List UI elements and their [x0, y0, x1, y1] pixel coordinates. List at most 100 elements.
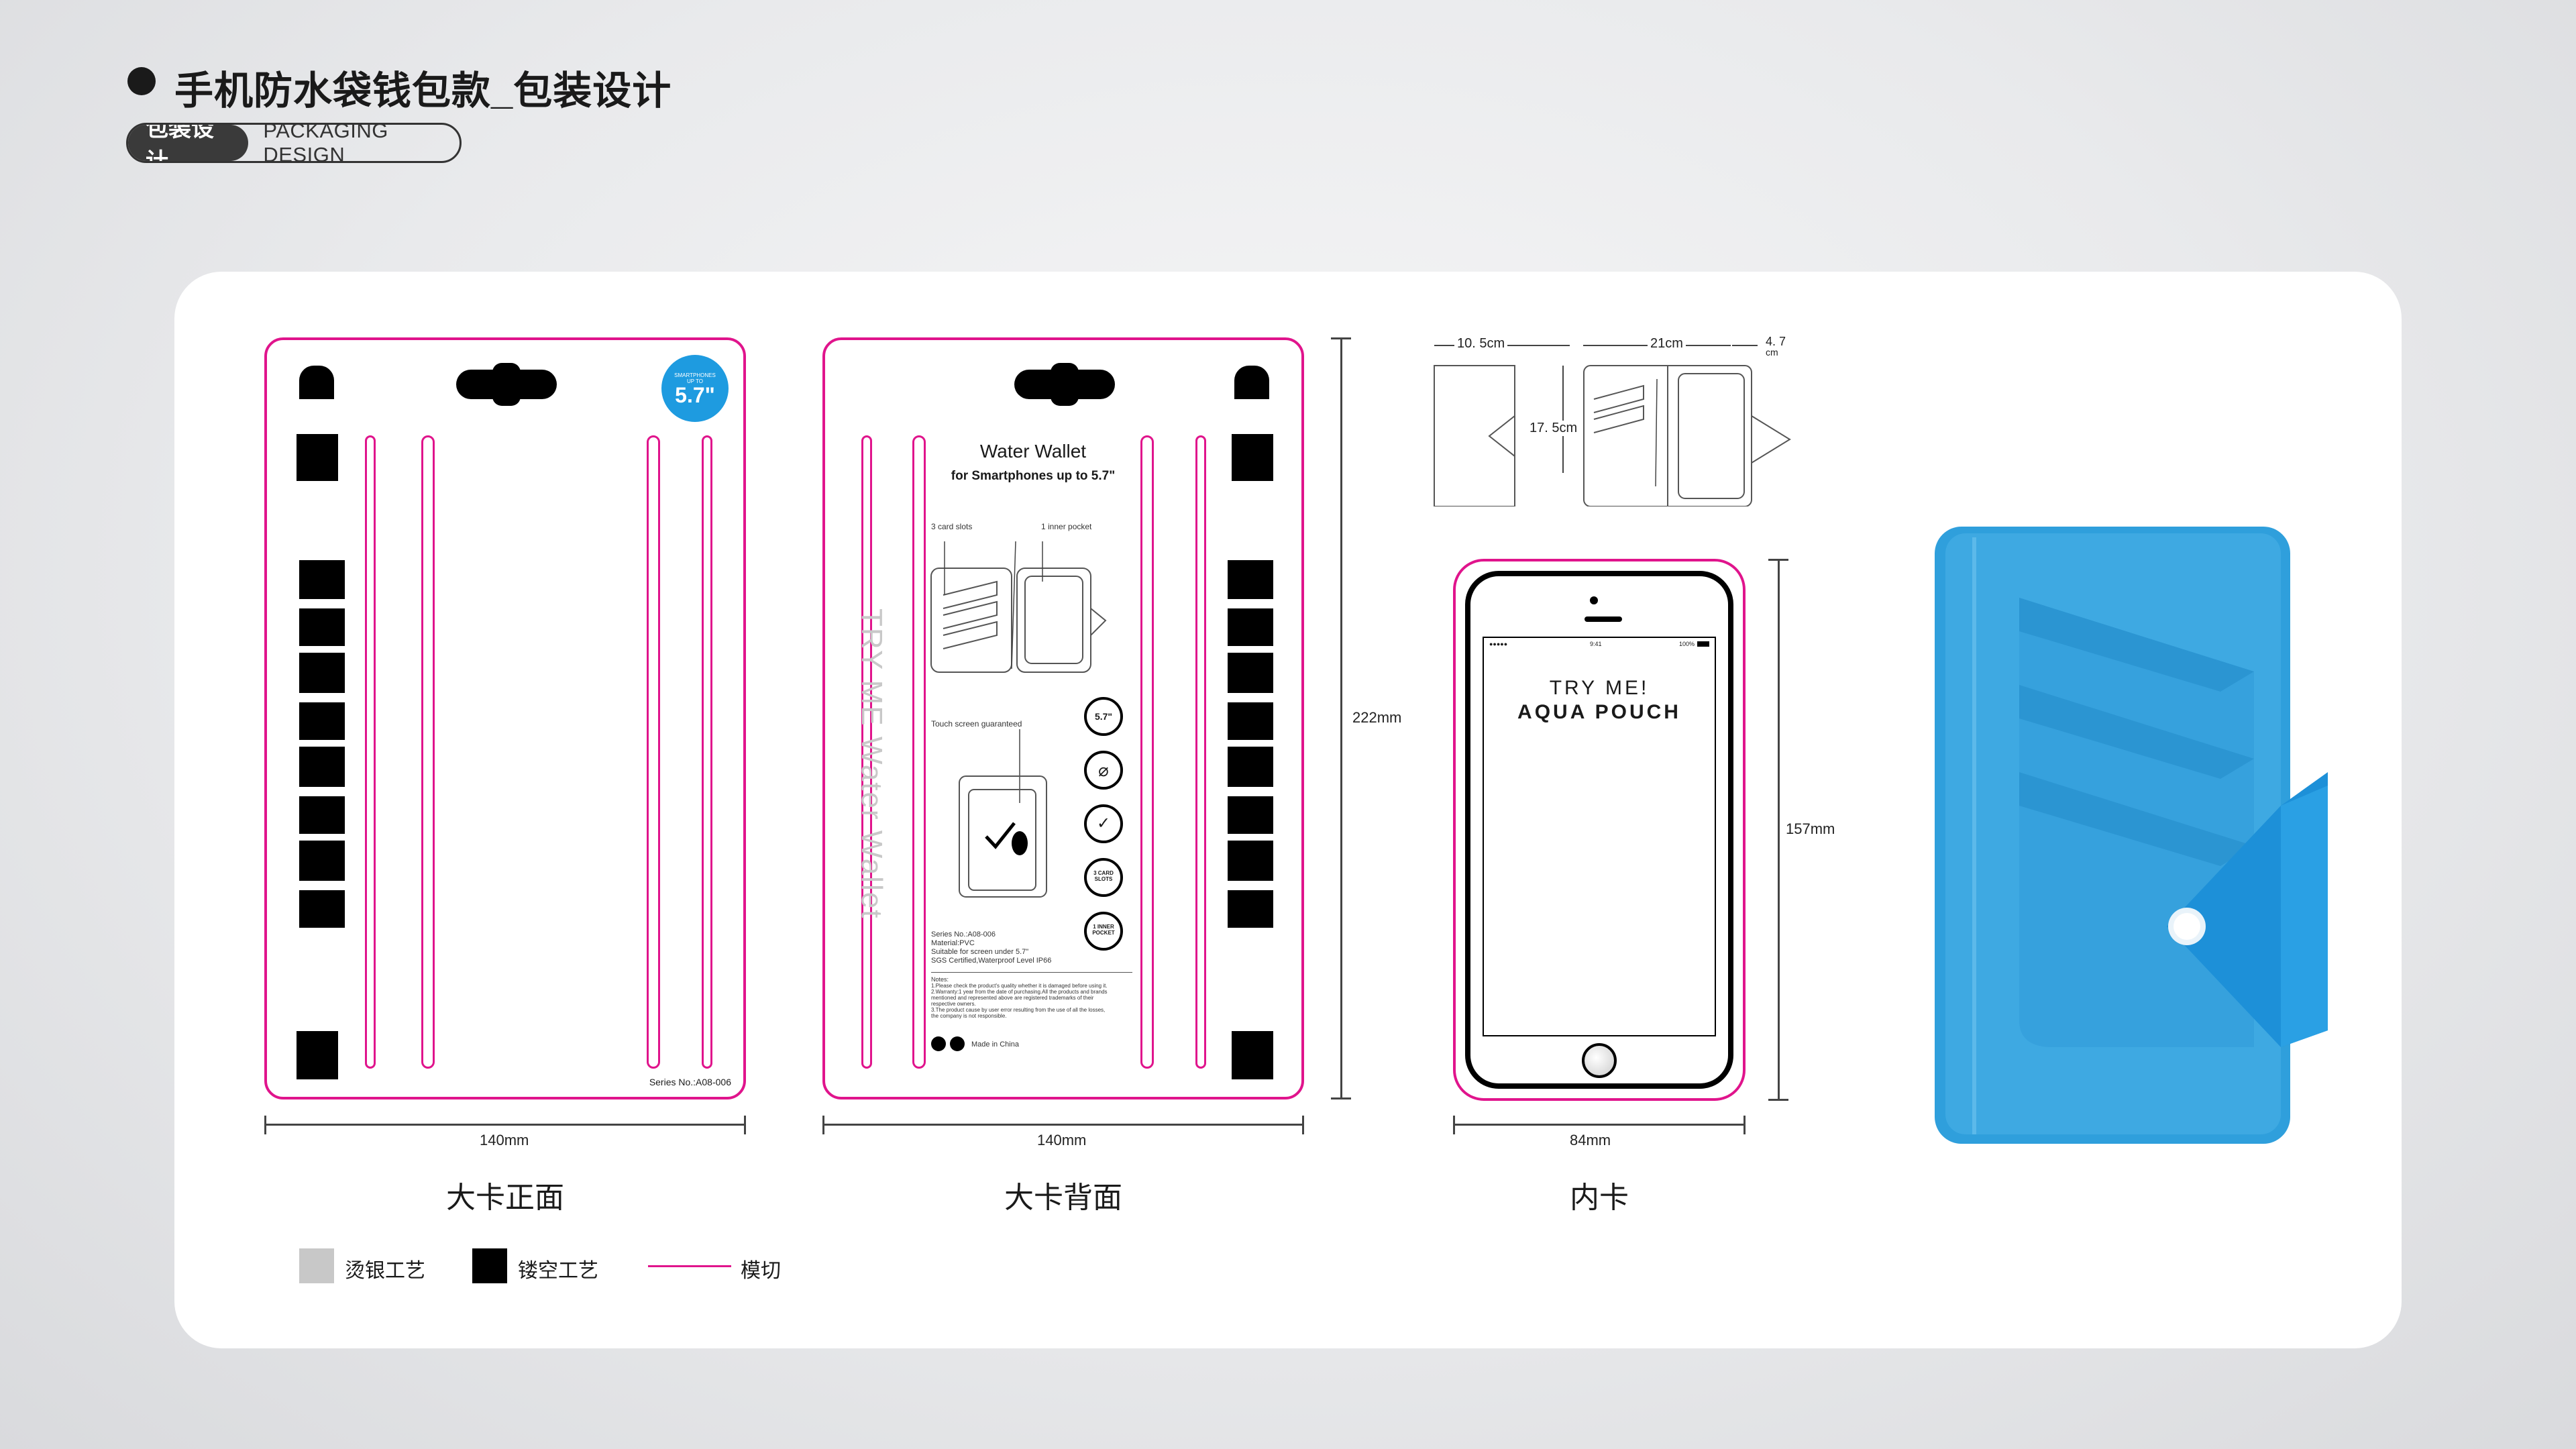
icon-screen-size: 5.7": [1084, 697, 1123, 736]
icon-card-slots: 3 CARD SLOTS: [1084, 858, 1123, 897]
note-line: 2.Warranty:1 year from the date of purch…: [931, 989, 1108, 995]
dim-tick: [744, 1116, 746, 1134]
label-touch: Touch screen guaranteed: [931, 719, 1022, 729]
cutout-bottom-right: [1232, 1031, 1273, 1079]
legend-label-dieline: 模切: [741, 1260, 781, 1282]
cutout-teeth-right: [1228, 560, 1273, 928]
badge-size-text: 5.7": [675, 383, 715, 407]
size-badge: SMARTPHONES UP TO 5.7": [661, 355, 729, 422]
spec-line: Suitable for screen under 5.7": [931, 948, 1029, 956]
section-tag: 包装设计 PACKAGING DESIGN: [126, 123, 462, 163]
hang-hole: [456, 363, 557, 406]
pouch-render: [1935, 527, 2328, 1144]
dieline-2: [421, 435, 435, 1069]
legend-label-hollow: 镂空工艺: [518, 1260, 598, 1282]
dieline-4: [702, 435, 712, 1069]
back-caption: 大卡背面: [1004, 1181, 1122, 1214]
back-card: TRY ME Water Wallet Water Wallet for Sma…: [822, 337, 1304, 1099]
note-line: mentioned and represented above are regi…: [931, 995, 1094, 1001]
status-carrier: ●●●●●: [1489, 641, 1508, 647]
spec-divider: [931, 972, 1132, 973]
back-title: Water Wallet: [979, 441, 1087, 462]
note-line: respective owners.: [931, 1001, 976, 1007]
pouch-dim-b: 21cm: [1648, 336, 1686, 352]
spec-line: Material:PVC: [931, 939, 975, 947]
label-inner-pocket: 1 inner pocket: [1041, 522, 1092, 531]
dim-tick: [1302, 1116, 1304, 1134]
dim-tick: [1743, 1116, 1746, 1134]
dieline-1: [861, 435, 872, 1069]
status-time: 9:41: [1590, 641, 1602, 647]
cutout-teeth-left: [299, 560, 345, 928]
phone-speaker: [1585, 616, 1622, 622]
dim-tick: [1331, 1097, 1351, 1099]
note-line: 1.Please check the product's quality whe…: [931, 983, 1108, 989]
hang-hole: [1014, 363, 1115, 406]
note-line: 3.The product cause by user error result…: [931, 1007, 1106, 1013]
inner-height-label: 157mm: [1786, 820, 1835, 837]
pouch-dim-c-unit: cm: [1766, 347, 1778, 358]
badge-small-text: SMARTPHONES UP TO: [674, 372, 716, 384]
pouch-dim-h: 17. 5cm: [1527, 421, 1580, 436]
icon-inner-pocket: 1 INNER POCKET: [1084, 912, 1123, 951]
front-width-label: 140mm: [480, 1132, 529, 1148]
dieline-2: [912, 435, 926, 1069]
screen-line-2: AQUA POUCH: [1517, 701, 1681, 723]
inner-card: ●●●●● 9:41 100% TRY ME! AQUA POUCH: [1453, 559, 1746, 1101]
back-subtitle: for Smartphones up to 5.7": [951, 469, 1116, 483]
title-bullet: [127, 67, 156, 95]
cutout-bottom-left: [297, 1031, 338, 1079]
legend-label-silver: 烫银工艺: [345, 1260, 425, 1282]
dim-tick: [1768, 559, 1788, 561]
icon-no-water: ⌀: [1084, 751, 1123, 790]
section-tag-en: PACKAGING DESIGN: [263, 123, 388, 163]
vertical-brand-text: TRY ME Water Wallet: [855, 608, 888, 920]
battery-icon: [1697, 641, 1709, 647]
dim-line-inner-height: [1778, 559, 1780, 1101]
spec-line: SGS Certified,Waterproof Level IP66: [931, 957, 1052, 965]
made-in-label: Made in China: [971, 1040, 1019, 1049]
content-panel: SMARTPHONES UP TO 5.7" Series No.:A08-00…: [174, 272, 2402, 1348]
phone-camera: [1590, 596, 1598, 604]
front-caption: 大卡正面: [446, 1181, 564, 1214]
back-height-label: 222mm: [1352, 709, 1402, 726]
touch-illustration: [959, 729, 1047, 898]
dim-tick: [1453, 1116, 1455, 1134]
dim-tick: [1768, 1099, 1788, 1101]
home-button: [1582, 1043, 1617, 1078]
dim-line-back: [822, 1124, 1304, 1126]
notes-title: Notes:: [931, 976, 949, 983]
icon-touch: ✓: [1084, 804, 1123, 843]
pouch-dim-c: 4. 7: [1764, 335, 1788, 349]
label-card-slots: 3 card slots: [931, 522, 973, 531]
dieline-3: [647, 435, 660, 1069]
legend-swatch-hollow: [472, 1248, 507, 1283]
inner-caption: 内卡: [1570, 1181, 1629, 1214]
dim-tick: [822, 1116, 824, 1134]
legend-swatch-silver: [299, 1248, 334, 1283]
spec-list: Series No.:A08-006 Material:PVC Suitable…: [931, 930, 1051, 965]
front-card: SMARTPHONES UP TO 5.7" Series No.:A08-00…: [264, 337, 746, 1099]
phone-outline: ●●●●● 9:41 100% TRY ME! AQUA POUCH: [1465, 571, 1733, 1089]
dieline-1: [365, 435, 376, 1069]
recycle-icon: [931, 1036, 946, 1051]
pouch-dimension-diagram: [1434, 345, 1791, 506]
pouch-dim-a: 10. 5cm: [1454, 336, 1508, 352]
phone-screen: ●●●●● 9:41 100% TRY ME! AQUA POUCH: [1483, 637, 1716, 1036]
dim-tick: [264, 1116, 266, 1134]
cutout-clip-right: [1232, 434, 1273, 481]
back-width-label: 140mm: [1037, 1132, 1087, 1148]
status-battery: 100%: [1678, 641, 1695, 647]
cert-icon: [950, 1036, 965, 1051]
cutout-clip-left: [297, 434, 338, 481]
inner-width-label: 84mm: [1570, 1132, 1611, 1148]
screen-line-1: TRY ME!: [1549, 677, 1650, 699]
cutout-top-right: [1234, 366, 1269, 399]
open-wallet-illustration: [930, 541, 1107, 673]
dim-line-front: [264, 1124, 746, 1126]
legend-swatch-dieline: [648, 1265, 731, 1267]
dieline-3: [1140, 435, 1154, 1069]
dim-line-inner: [1453, 1124, 1746, 1126]
section-tag-cn: 包装设计: [128, 125, 249, 161]
dieline-4: [1195, 435, 1206, 1069]
